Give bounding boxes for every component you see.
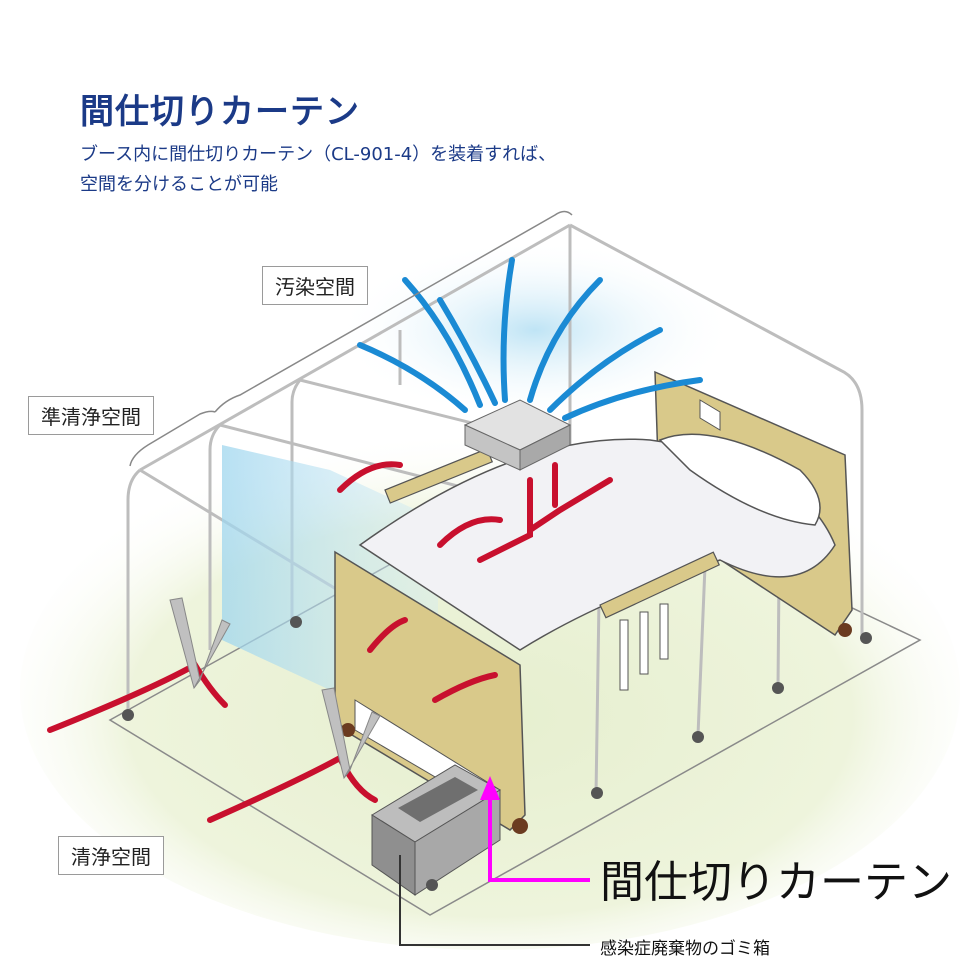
waste-bin [371, 764, 501, 896]
description-line-1: ブース内に間仕切りカーテン（CL-901-4）を装着すれば、 [80, 144, 557, 165]
page-title: 間仕切りカーテン [80, 92, 360, 132]
semi-clean-zone-bracket [129, 410, 216, 467]
air-deflectors [169, 597, 381, 780]
waste-bin-callout-line [399, 855, 590, 946]
air-cloud [335, 240, 735, 420]
description-line-2: 空間を分けることが可能 [80, 174, 278, 195]
contaminated-zone-bracket [214, 210, 573, 413]
clean-zone-label: 清浄空間 [58, 836, 164, 875]
air-purifier-unit [463, 399, 572, 471]
contaminated-zone-label: 汚染空間 [262, 266, 368, 305]
casters [122, 616, 872, 891]
semi-clean-zone-label: 準清浄空間 [28, 396, 154, 435]
airflow-arrows [47, 461, 613, 823]
waste-bin-label: 感染症廃棄物のゴミ箱 [600, 939, 770, 959]
clean-air-outflow [357, 257, 703, 421]
partition-curtain-label: 間仕切りカーテン [600, 857, 952, 908]
curtain-callout-arrow [480, 776, 590, 882]
